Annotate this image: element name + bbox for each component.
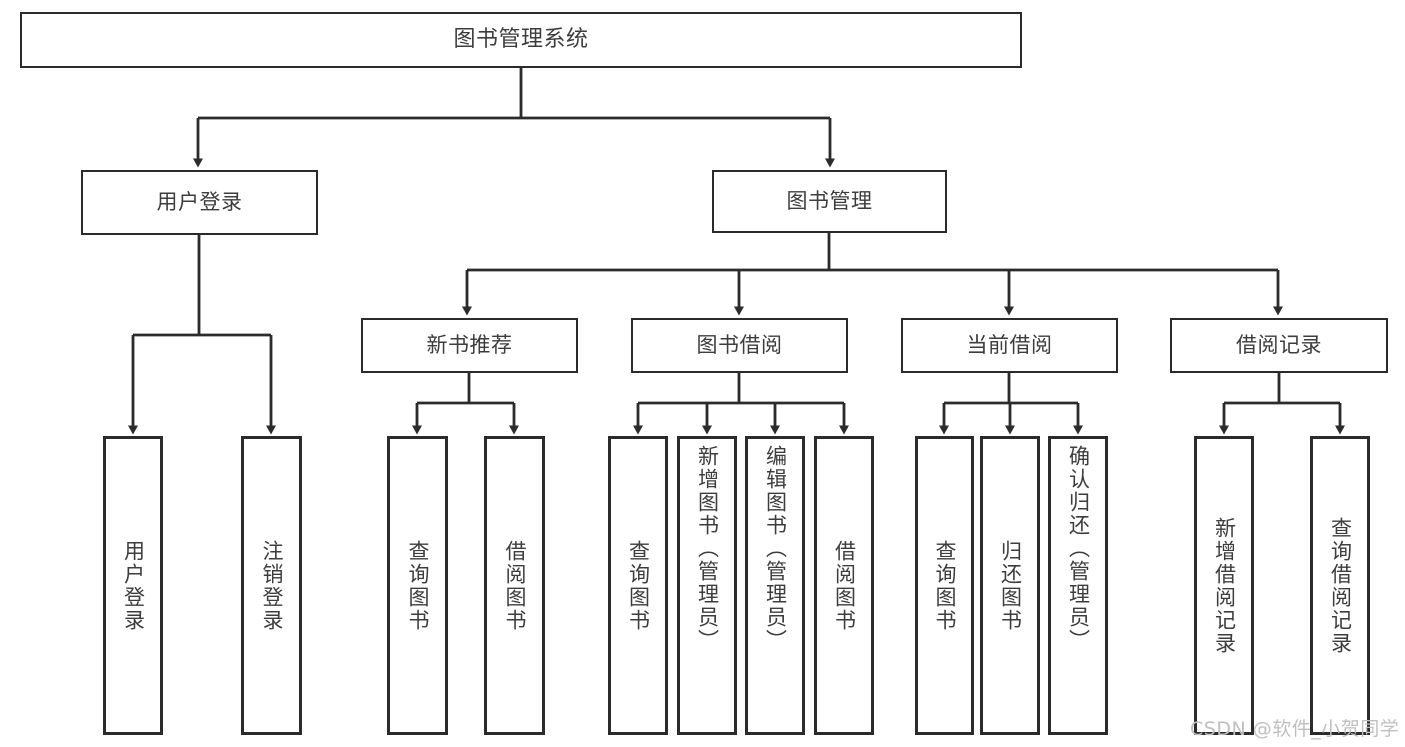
node-label: 当前借阅	[966, 333, 1053, 358]
node-label: 注销登录	[260, 539, 285, 632]
node-borrow-record[interactable]: 借阅记录	[1170, 318, 1388, 373]
node-new-book-recommend[interactable]: 新书推荐	[361, 318, 578, 373]
node-label: 用户登录	[121, 539, 146, 632]
node-label: 编辑图书（管理员）	[763, 445, 788, 652]
node-book-management[interactable]: 图书管理	[712, 170, 947, 233]
node-book-borrow[interactable]: 图书借阅	[631, 318, 848, 373]
leaf-borrow-book[interactable]: 借阅图书	[814, 436, 874, 735]
leaf-confirm-return-admin[interactable]: 确认归还（管理员）	[1048, 436, 1108, 735]
node-label: 图书借阅	[696, 333, 783, 358]
leaf-borrow-book-recommend[interactable]: 借阅图书	[484, 436, 545, 735]
node-label: 查询图书	[933, 539, 958, 632]
node-user-login[interactable]: 用户登录	[81, 170, 318, 235]
node-current-borrow[interactable]: 当前借阅	[901, 318, 1118, 373]
node-label: 查询借阅记录	[1328, 516, 1353, 655]
leaf-user-logout[interactable]: 注销登录	[241, 436, 302, 735]
leaf-return-book[interactable]: 归还图书	[980, 436, 1040, 735]
leaf-add-borrow-record[interactable]: 新增借阅记录	[1194, 436, 1254, 735]
node-label: 图书管理	[786, 189, 873, 214]
leaf-query-borrow-record[interactable]: 查询借阅记录	[1310, 436, 1370, 735]
node-label: 图书管理系统	[453, 27, 589, 53]
node-label: 用户登录	[156, 190, 243, 215]
leaf-user-login[interactable]: 用户登录	[103, 436, 163, 735]
node-label: 借阅图书	[503, 539, 528, 632]
node-label: 新增图书（管理员）	[695, 445, 720, 652]
node-label: 确认归还（管理员）	[1066, 445, 1091, 652]
csdn-watermark: CSDN @软件_小贺同学	[1190, 718, 1400, 740]
node-root-book-management-system[interactable]: 图书管理系统	[20, 12, 1022, 68]
node-label: 借阅记录	[1236, 333, 1322, 358]
node-label: 归还图书	[998, 539, 1023, 632]
node-label: 新书推荐	[426, 333, 513, 358]
leaf-add-book-admin[interactable]: 新增图书（管理员）	[677, 436, 737, 735]
node-label: 查询图书	[626, 539, 651, 632]
leaf-edit-book-admin[interactable]: 编辑图书（管理员）	[745, 436, 805, 735]
leaf-query-book-current[interactable]: 查询图书	[915, 436, 974, 735]
node-label: 查询图书	[406, 539, 431, 632]
leaf-query-book-recommend[interactable]: 查询图书	[387, 436, 448, 735]
node-label: 新增借阅记录	[1212, 516, 1237, 655]
leaf-query-book-borrow[interactable]: 查询图书	[608, 436, 668, 735]
node-label: 借阅图书	[832, 539, 857, 632]
